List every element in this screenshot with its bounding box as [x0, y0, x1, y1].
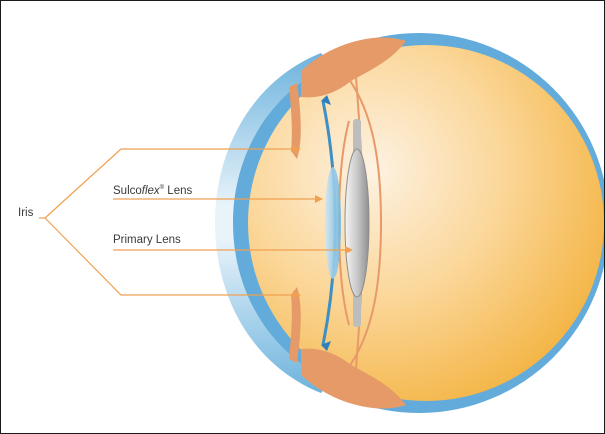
vitreous-body [248, 45, 604, 401]
sulcoflex-lens-label: Sulcoflex® Lens [113, 185, 192, 197]
iris-label: Iris [18, 208, 33, 220]
primary-lens-label: Primary Lens [113, 235, 181, 247]
